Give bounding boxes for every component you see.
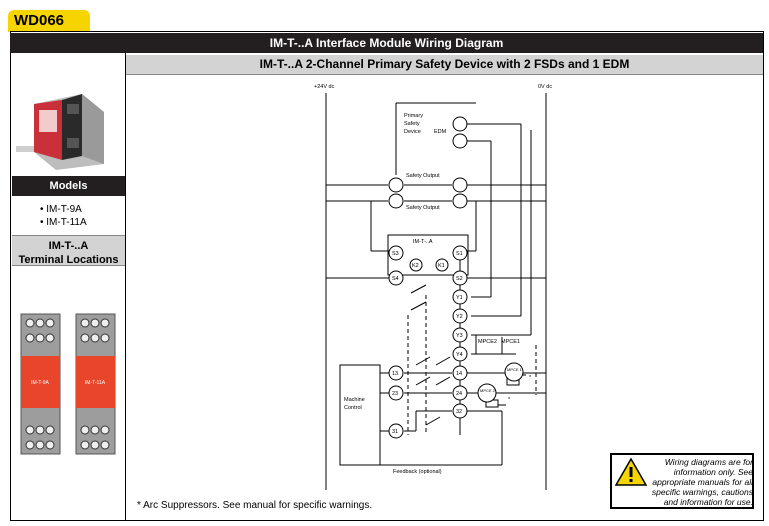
model-item: • IM-T-9A bbox=[40, 204, 82, 215]
arc-marker-2: * bbox=[508, 397, 511, 403]
footnote: * Arc Suppressors. See manual for specif… bbox=[137, 500, 373, 511]
terminal-location-drawings: IM-T-9A IM-T-11A bbox=[20, 313, 116, 455]
terminal-s3: S3 bbox=[392, 251, 399, 257]
machine-control-line1: Machine bbox=[344, 397, 365, 403]
terminal-31: 31 bbox=[392, 429, 398, 435]
page-frame bbox=[10, 31, 764, 521]
models-heading: Models bbox=[12, 176, 125, 196]
wiring-diagram: +24V dc 0V dc Primary Safety Device EDM … bbox=[314, 84, 552, 490]
feedback-label: Feedback (optional) bbox=[393, 469, 442, 475]
terminal-y4: Y4 bbox=[456, 352, 463, 358]
safety-output-label-1: Safety Output bbox=[406, 173, 440, 179]
terminal-heading-line2: Terminal Locations bbox=[18, 254, 119, 266]
warning-icon bbox=[614, 457, 648, 486]
mpce2-label: MPCE2 bbox=[478, 339, 497, 345]
diagram-subtitle: IM-T-..A 2-Channel Primary Safety Device… bbox=[126, 55, 763, 75]
terminal-heading-line1: IM-T-..A bbox=[48, 240, 89, 252]
safety-output-label-2: Safety Output bbox=[406, 205, 440, 211]
sidebar-divider bbox=[125, 53, 126, 520]
terminal-s2: S2 bbox=[456, 276, 463, 282]
primary-line1: Primary bbox=[404, 113, 423, 119]
terminal-32: 32 bbox=[456, 409, 462, 415]
mpce2-coil-label: MPCE 2 bbox=[480, 388, 496, 393]
arc-marker-1: * bbox=[529, 375, 532, 381]
edm-label: EDM bbox=[434, 129, 447, 135]
module-im-t-11a: IM-T-11A bbox=[75, 313, 116, 455]
module-label: IM-T-..A bbox=[413, 239, 433, 245]
document-tag-label: WD066 bbox=[14, 12, 65, 29]
terminal-23: 23 bbox=[392, 391, 398, 397]
terminal-24: 24 bbox=[456, 391, 462, 397]
mpce1-label: MPCE1 bbox=[501, 339, 520, 345]
terminal-k1: K1 bbox=[438, 263, 445, 269]
model-item: • IM-T-11A bbox=[40, 217, 87, 228]
module-im-t-9a: IM-T-9A bbox=[20, 313, 61, 455]
terminal-y3: Y3 bbox=[456, 333, 463, 339]
terminal-13: 13 bbox=[392, 371, 398, 377]
terminal-y1: Y1 bbox=[456, 295, 463, 301]
terminal-s1: S1 bbox=[456, 251, 463, 257]
page-title: IM-T-..A Interface Module Wiring Diagram bbox=[10, 33, 763, 53]
terminal-y2: Y2 bbox=[456, 314, 463, 320]
mpce1-coil-label: MPCE 1 bbox=[507, 367, 523, 372]
supply-positive-label: +24V dc bbox=[314, 84, 335, 90]
module-right-label: IM-T-11A bbox=[85, 380, 106, 386]
product-photo bbox=[12, 56, 125, 174]
primary-line3: Device bbox=[404, 129, 421, 135]
module-left-label: IM-T-9A bbox=[31, 380, 49, 386]
warning-box: Wiring diagrams are for information only… bbox=[610, 453, 754, 509]
supply-negative-label: 0V dc bbox=[538, 84, 552, 90]
terminal-s4: S4 bbox=[392, 276, 399, 282]
warning-text: Wiring diagrams are for information only… bbox=[651, 457, 753, 507]
document-tag: WD066 bbox=[8, 10, 90, 32]
terminal-14: 14 bbox=[456, 371, 462, 377]
terminal-k2: K2 bbox=[412, 263, 419, 269]
models-list: • IM-T-9A • IM-T-11A bbox=[40, 203, 87, 229]
machine-control-line2: Control bbox=[344, 405, 362, 411]
primary-line2: Safety bbox=[404, 121, 420, 127]
terminal-locations-heading: IM-T-..A Terminal Locations bbox=[12, 235, 125, 266]
